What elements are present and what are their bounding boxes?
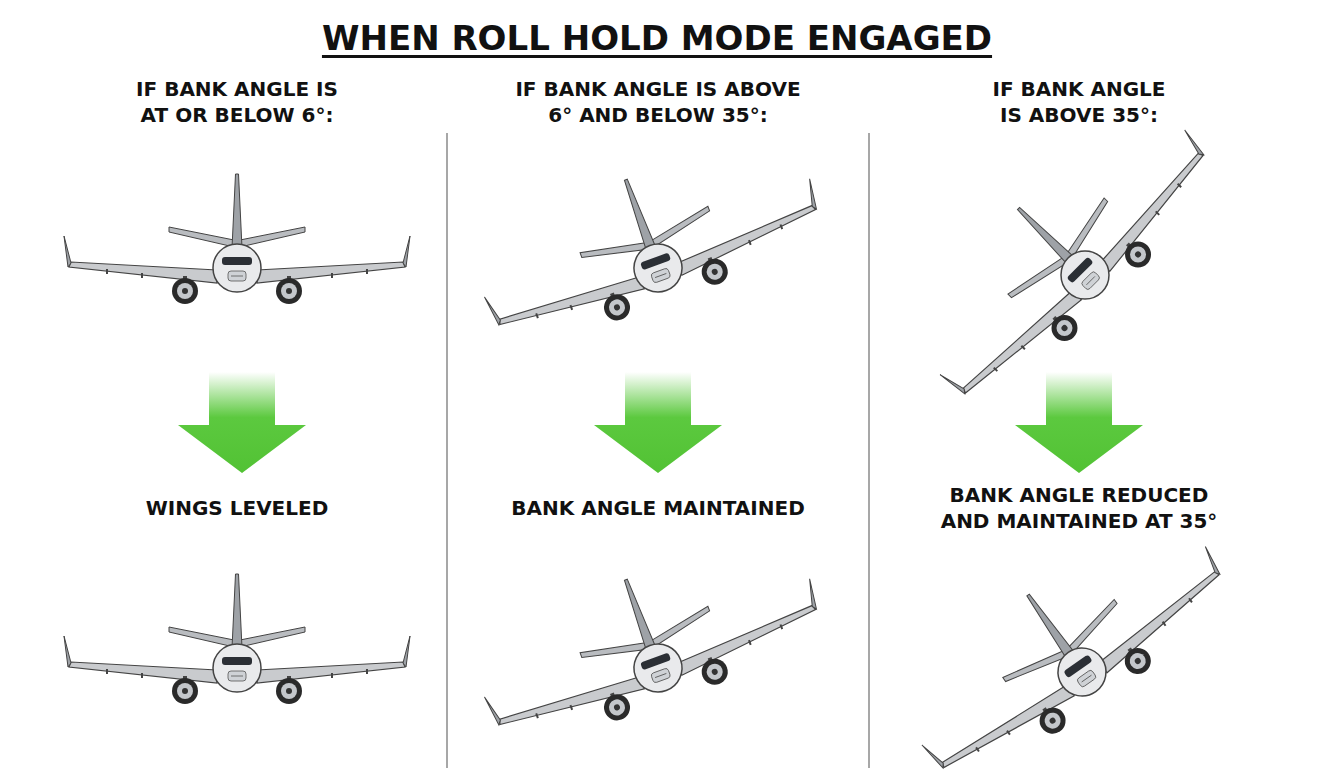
green-arrow — [594, 372, 722, 473]
page-title: WHEN ROLL HOLD MODE ENGAGED — [322, 16, 992, 60]
airplane-level — [64, 174, 410, 304]
column-condition: IF BANK ANGLE IS AT OR BELOW 6°: — [87, 76, 387, 128]
result-text: WINGS LEVELED — [67, 495, 407, 521]
result-text: BANK ANGLE MAINTAINED — [468, 495, 848, 521]
airplane-banked — [463, 120, 833, 360]
green-arrow — [1015, 372, 1143, 473]
column-condition: IF BANK ANGLE IS ABOVE 6° AND BELOW 35°: — [468, 76, 848, 128]
column-condition: IF BANK ANGLE IS ABOVE 35°: — [929, 76, 1229, 128]
column-divider — [868, 133, 870, 768]
airplane-banked — [463, 520, 833, 760]
column-divider — [446, 133, 448, 768]
airplane-level — [64, 574, 410, 704]
green-arrow — [178, 372, 306, 473]
result-text: BANK ANGLE REDUCED AND MAINTAINED AT 35° — [914, 482, 1244, 534]
airplane-banked — [886, 496, 1244, 779]
